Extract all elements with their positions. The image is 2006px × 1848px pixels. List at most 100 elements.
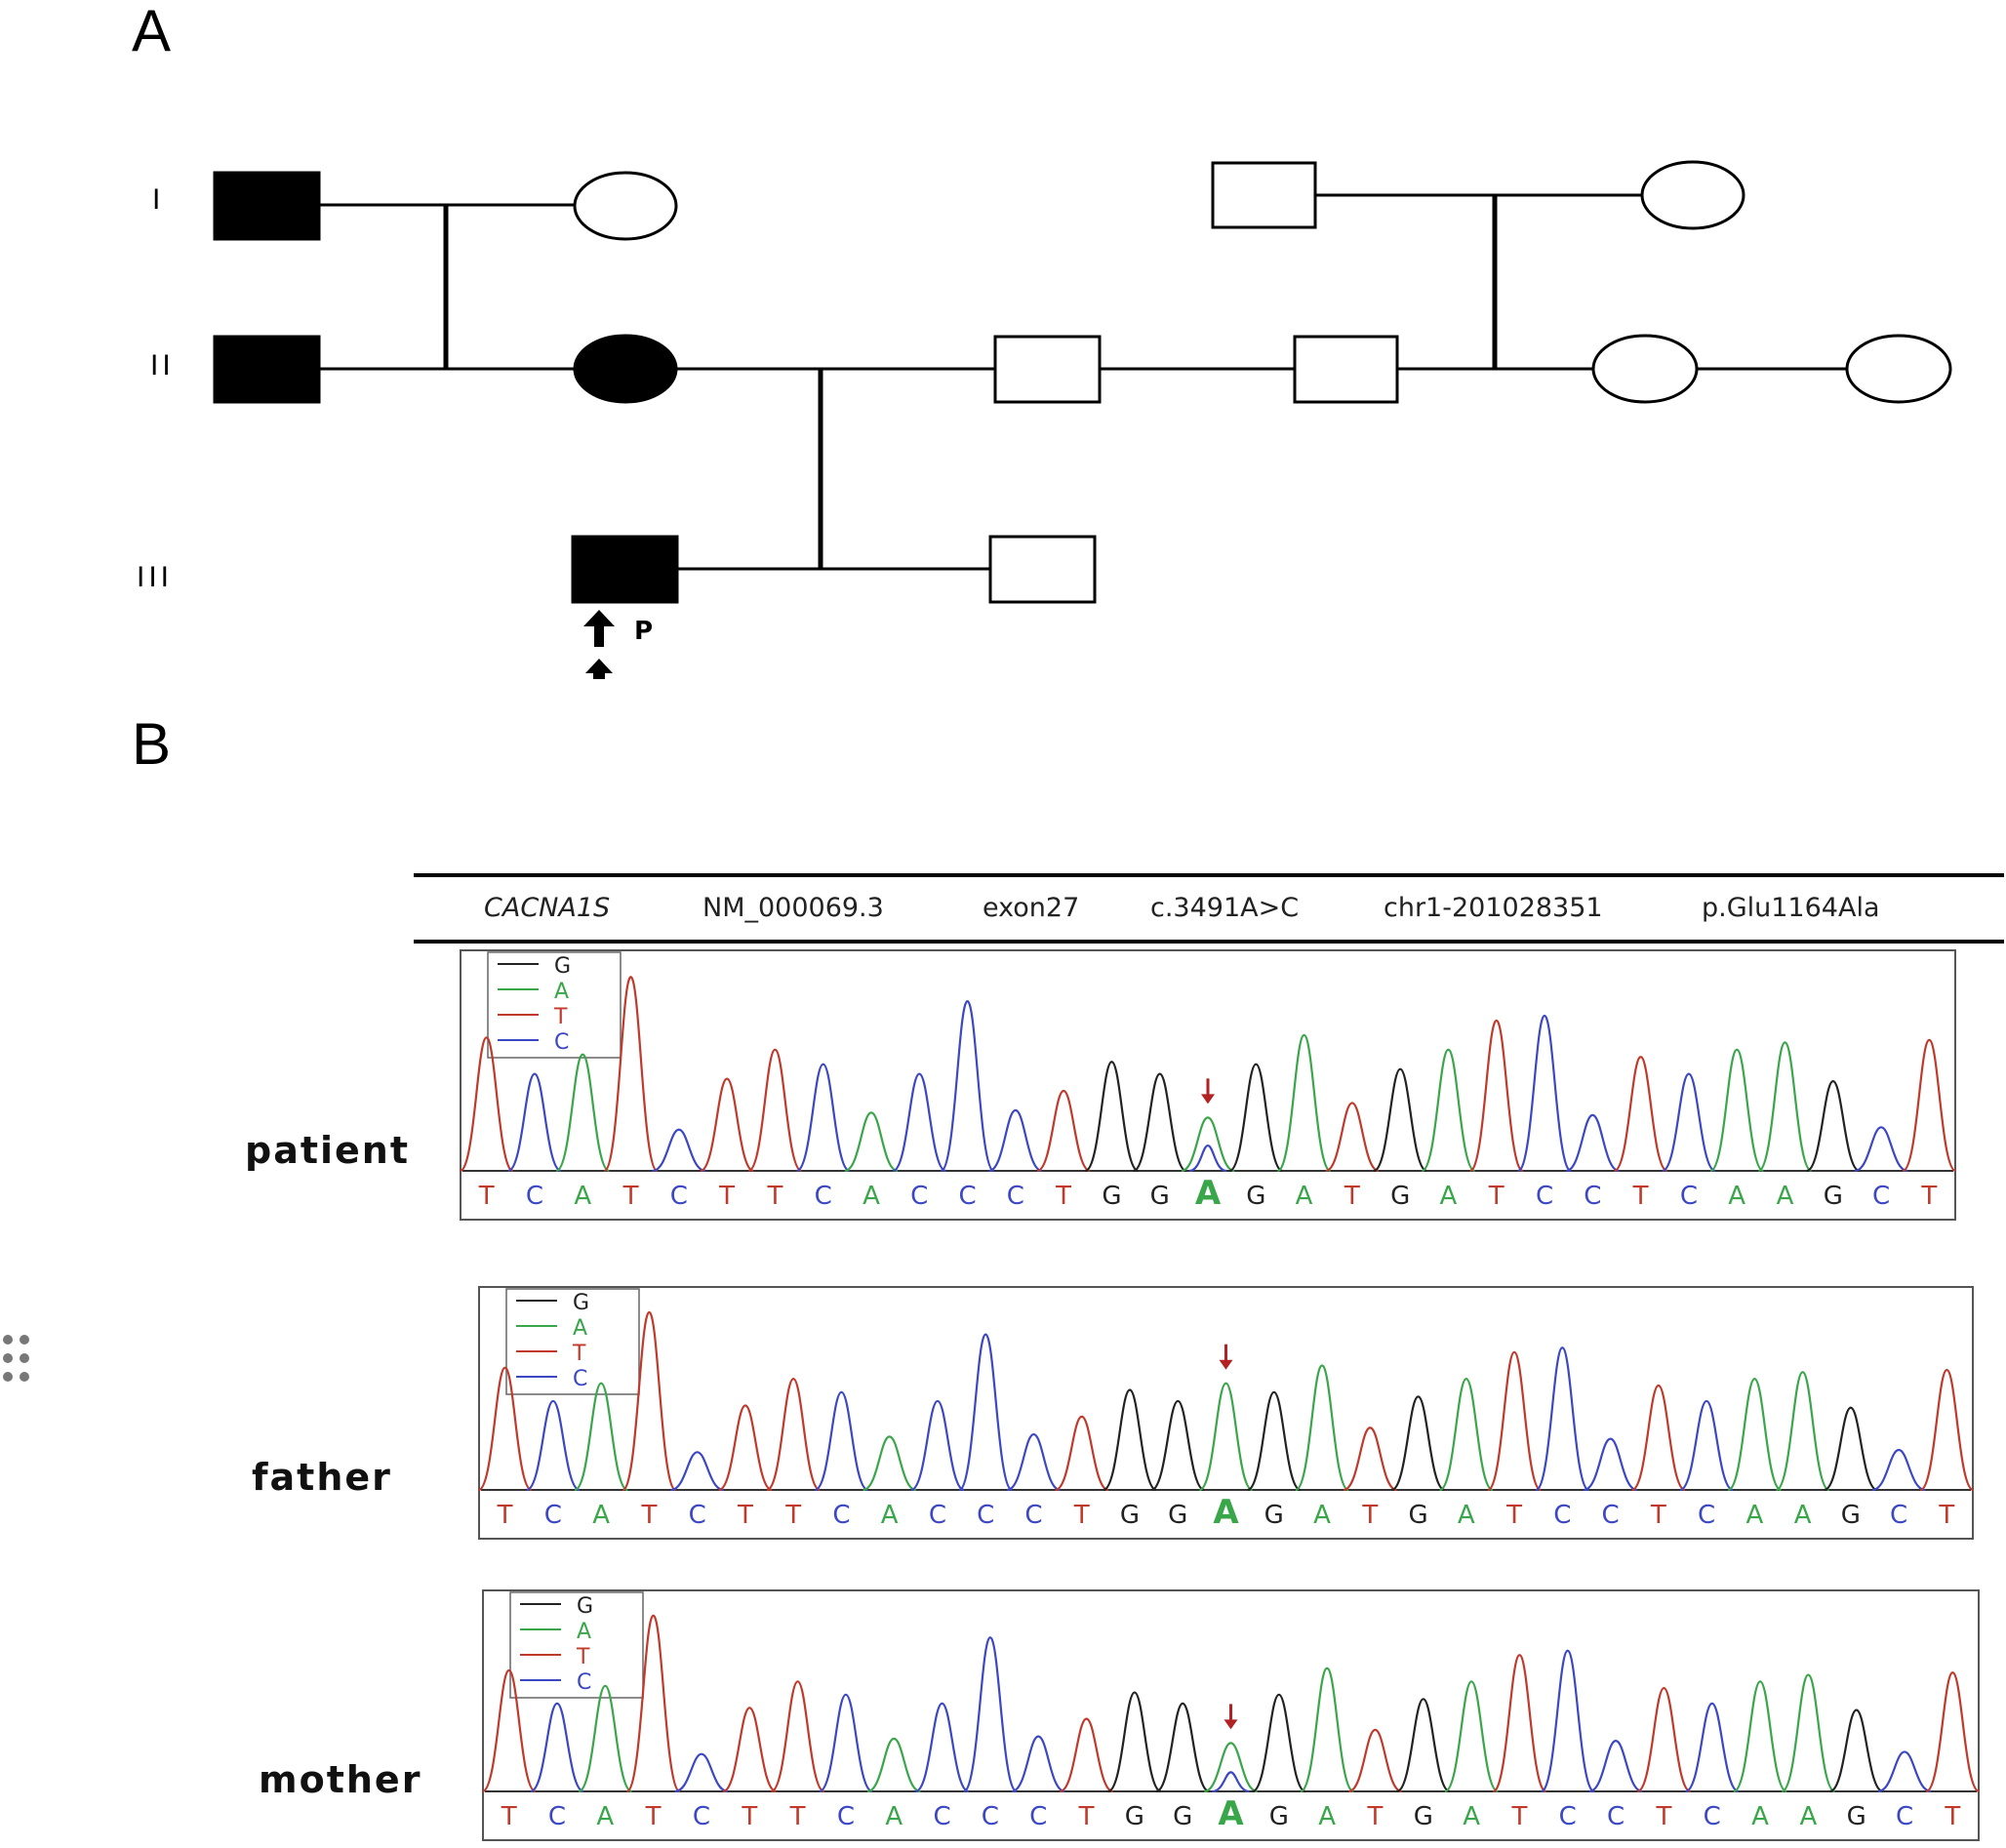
individual-i-4-female (1640, 160, 1745, 230)
peak-c (1565, 1113, 1620, 1173)
proband-arrow-icon (585, 659, 613, 679)
legend-label-t: T (576, 1645, 590, 1669)
base-call: T (1650, 1501, 1666, 1530)
peak-c (530, 1702, 584, 1793)
legend-label-g: G (573, 1291, 589, 1315)
legend-label-t: T (553, 1005, 568, 1029)
peak-g (1390, 1395, 1446, 1492)
proband-arrow (583, 610, 615, 679)
base-call: C (1536, 1182, 1553, 1211)
base-call: G (1824, 1182, 1843, 1211)
peak-g (1103, 1388, 1157, 1492)
base-call: G (1269, 1802, 1289, 1831)
base-call: A (1799, 1802, 1817, 1831)
base-call: A (1318, 1802, 1336, 1831)
peak-t (770, 1680, 825, 1793)
peak-a (1775, 1371, 1830, 1492)
base-call: T (1632, 1182, 1649, 1211)
base-call: A (863, 1182, 880, 1211)
generation-label-iii: III (137, 561, 174, 593)
base-call: T (622, 1182, 639, 1211)
variant-cdna: c.3491A>C (1150, 893, 1300, 923)
individual-iii-2-male (988, 535, 1097, 604)
base-call: T (478, 1182, 495, 1211)
base-call: G (1841, 1501, 1861, 1530)
variant-gene: CACNA1S (484, 893, 611, 923)
base-call: G (1173, 1802, 1192, 1831)
base-call: G (1390, 1182, 1410, 1211)
peak-t (1492, 1654, 1547, 1793)
base-call: C (832, 1501, 850, 1530)
peak-t (1469, 1019, 1524, 1173)
base-call: C (1024, 1501, 1042, 1530)
peak-t (1902, 1038, 1957, 1173)
panel-a-label: A (132, 0, 172, 63)
peak-c (958, 1333, 1014, 1492)
base-call: G (1102, 1182, 1121, 1211)
individual-i-1-affected-male (213, 171, 321, 241)
base-call: A (885, 1802, 903, 1831)
panel-b-label: B (132, 711, 172, 777)
variant-arrow-icon (1219, 1344, 1233, 1370)
base-call: C (526, 1182, 543, 1211)
peak-c (1541, 1649, 1595, 1793)
peak-a (1204, 1742, 1258, 1793)
peak-t (700, 1077, 754, 1173)
individual-iii-1-proband (571, 535, 679, 604)
peak-c (1871, 1448, 1926, 1492)
peak-c (1679, 1399, 1734, 1492)
base-call: C (1607, 1802, 1625, 1831)
base-call: C (1704, 1802, 1721, 1831)
base-call: T (1944, 1802, 1960, 1831)
base-call: T (1367, 1802, 1384, 1831)
peak-a (555, 1053, 610, 1173)
base-call: A (1440, 1182, 1458, 1211)
base-call: T (1361, 1501, 1378, 1530)
base-call: C (548, 1802, 566, 1831)
alt-peak-c (1188, 1144, 1227, 1173)
peak-g (1107, 1691, 1162, 1793)
legend-box (505, 1288, 640, 1395)
individual-ii-1-affected-male (213, 335, 321, 404)
sample-label-patient: patient (245, 1129, 411, 1172)
base-call: C (1553, 1501, 1571, 1530)
legend-label-c: C (573, 1367, 587, 1391)
base-call: G (1408, 1501, 1427, 1530)
peak-c (819, 1693, 873, 1793)
sample-label-father: father (252, 1456, 392, 1499)
peak-c (910, 1399, 965, 1492)
base-call: C (693, 1802, 710, 1831)
peak-c (670, 1451, 725, 1492)
peak-t (1055, 1415, 1109, 1492)
base-call: A (1218, 1794, 1244, 1833)
individual-ii-3-male (993, 335, 1102, 404)
peak-c (652, 1128, 706, 1173)
base-call: C (933, 1802, 950, 1831)
generation-label-i: I (152, 183, 165, 216)
peak-a (863, 1435, 917, 1492)
peak-c (1516, 1014, 1573, 1173)
peak-t (1636, 1686, 1692, 1793)
variant-exon: exon27 (983, 893, 1080, 923)
base-call: T (766, 1182, 782, 1211)
individual-i-3-male (1211, 161, 1317, 229)
peak-a (1727, 1378, 1782, 1492)
peak-g (1228, 1063, 1283, 1173)
peak-a (1198, 1382, 1254, 1492)
base-call: T (1488, 1182, 1504, 1211)
base-call: T (718, 1182, 735, 1211)
peak-c (1011, 1735, 1065, 1793)
sample-label-mother: mother (259, 1758, 422, 1801)
peak-t (622, 1310, 677, 1492)
individual-i-2-female (573, 171, 678, 241)
base-call: T (640, 1501, 657, 1530)
peak-t (1613, 1056, 1668, 1173)
base-call: T (737, 1501, 753, 1530)
base-call: G (1847, 1802, 1866, 1831)
peak-g (1824, 1406, 1878, 1492)
drag-handle-icon[interactable] (0, 1332, 35, 1386)
